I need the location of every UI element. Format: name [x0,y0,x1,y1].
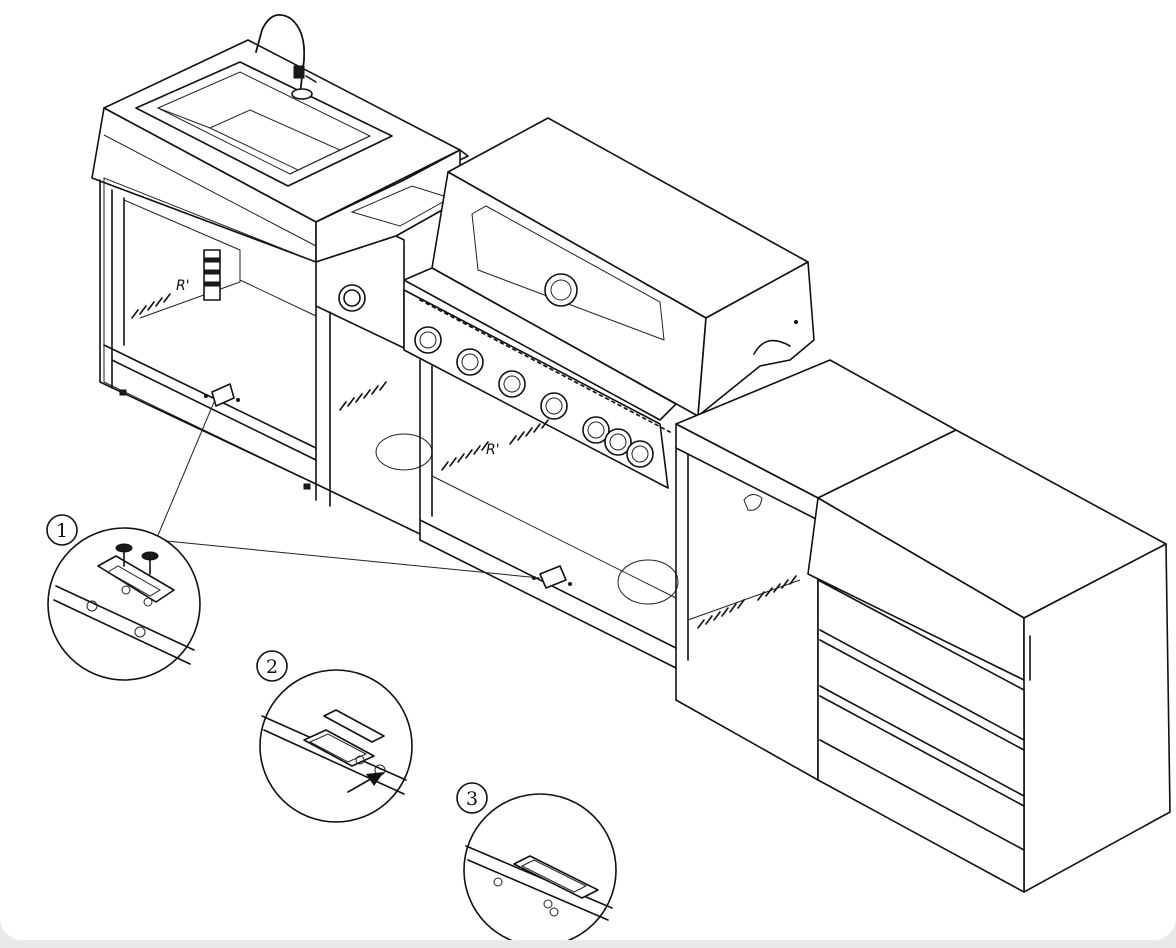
arrow-icon [347,772,384,793]
connector-plate [204,383,240,407]
side-burner-module [315,149,469,535]
step-1-number: 1 [56,520,68,542]
svg-text:R': R' [486,442,500,458]
step-2-number: 2 [266,656,278,678]
faucet [255,14,317,100]
svg-text:R': R' [176,278,190,294]
drain-pipe [203,249,221,301]
connector-plate-middle [532,565,572,589]
detail-3-callout [463,793,617,940]
step-2-label: 2 [256,650,288,682]
step-3-number: 3 [466,788,478,810]
leader-lines [155,401,541,579]
grill-module: R' [403,117,815,669]
screw-icon [115,543,159,575]
step-3-label: 3 [456,782,488,814]
detail-2-callout [259,669,413,823]
sink-cabinet: R' [91,14,461,490]
vent-slots: R' [131,278,190,319]
grill-hood [431,117,815,417]
detail-1-callout [47,527,201,681]
step-1-label: 1 [46,514,78,546]
drawer-cabinet [807,429,1171,893]
control-panel [403,267,677,489]
sink-basin [135,61,393,187]
control-knobs [414,326,654,468]
